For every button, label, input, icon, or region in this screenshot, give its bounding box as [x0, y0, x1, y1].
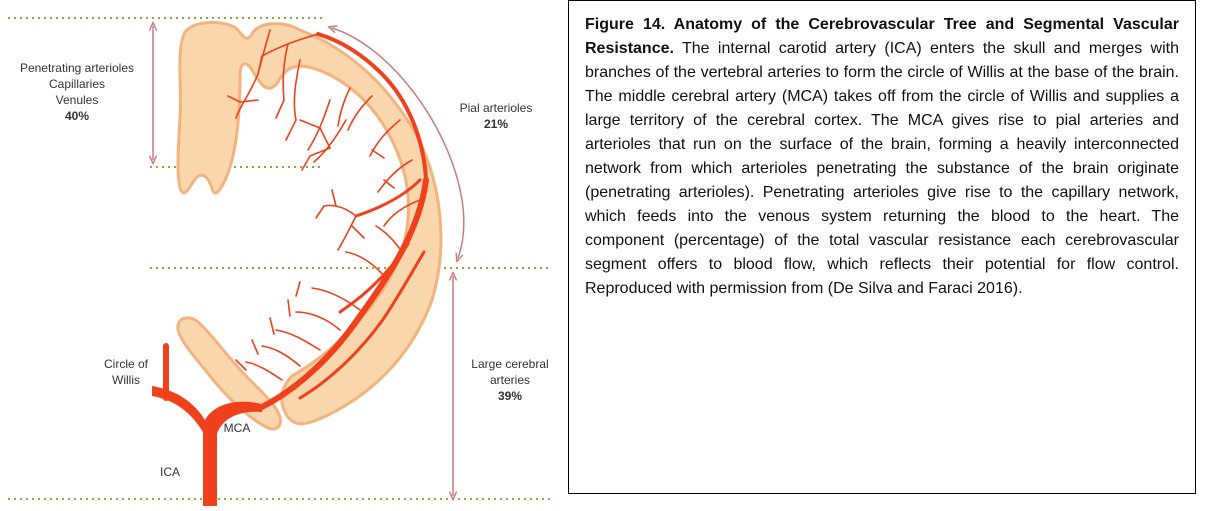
ica-label: ICA: [150, 464, 190, 480]
penetrating-percentage: 40%: [2, 108, 152, 124]
penetrating-line-1: Penetrating arterioles: [2, 60, 152, 76]
cerebrovascular-diagram: Penetrating arterioles Capillaries Venul…: [0, 0, 560, 506]
circle-of-willis-label: Circle of Willis: [96, 356, 156, 388]
pial-label: Pial arterioles 21%: [446, 100, 546, 132]
pial-label-text: Pial arterioles: [446, 100, 546, 116]
cortex-band: [178, 22, 441, 429]
large-arteries-label: Large cerebral arteries 39%: [460, 356, 560, 404]
figure-caption: Figure 14. Anatomy of the Cerebrovascula…: [585, 13, 1179, 301]
large-percentage: 39%: [460, 388, 560, 404]
mca-label-text: MCA: [224, 421, 251, 435]
caption-body: The internal carotid artery (ICA) enters…: [585, 40, 1179, 297]
ica-label-text: ICA: [160, 465, 180, 479]
penetrating-line-3: Venules: [2, 92, 152, 108]
figure-caption-box: Figure 14. Anatomy of the Cerebrovascula…: [568, 0, 1196, 494]
large-line-1: Large cerebral: [460, 356, 560, 372]
large-line-2: arteries: [460, 372, 560, 388]
penetrating-label: Penetrating arterioles Capillaries Venul…: [2, 60, 152, 124]
circle-line-1: Circle of: [96, 356, 156, 372]
mca-label: MCA: [212, 420, 262, 436]
pial-percentage: 21%: [446, 116, 546, 132]
ica-trunk: [152, 386, 262, 506]
penetrating-line-2: Capillaries: [2, 76, 152, 92]
circle-line-2: Willis: [96, 372, 156, 388]
